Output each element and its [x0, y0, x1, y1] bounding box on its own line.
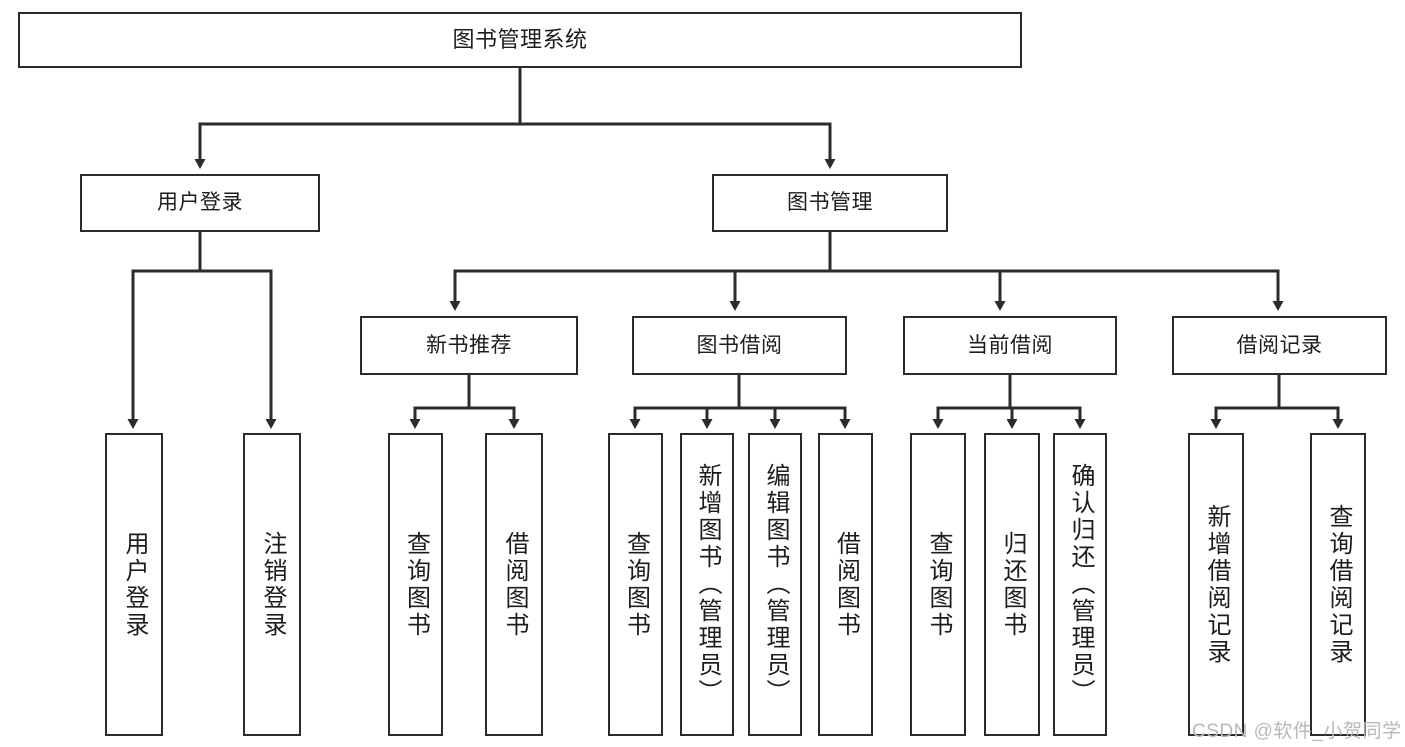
leaf-borrow-book-recommend-label: 借阅图书 [500, 530, 528, 639]
leaf-query-book-recommend[interactable]: 查询图书 [388, 433, 443, 736]
leaf-confirm-return-admin[interactable]: 确认归还（管理员） [1053, 433, 1107, 736]
leaf-query-book-borrow[interactable]: 查询图书 [608, 433, 663, 736]
watermark: CSDN @软件_小贺同学 [1192, 721, 1402, 742]
leaf-borrow-book[interactable]: 借阅图书 [818, 433, 873, 736]
leaf-query-book-current[interactable]: 查询图书 [910, 433, 966, 736]
leaf-borrow-book-label: 借阅图书 [832, 530, 860, 639]
leaf-logout[interactable]: 注销登录 [243, 433, 301, 736]
node-user-login[interactable]: 用户登录 [80, 174, 320, 232]
leaf-add-book-admin[interactable]: 新增图书（管理员） [680, 433, 734, 736]
node-user-login-label: 用户登录 [157, 191, 243, 215]
node-current-borrow[interactable]: 当前借阅 [903, 316, 1117, 375]
leaf-add-book-admin-label: 新增图书（管理员） [693, 463, 721, 706]
leaf-user-login-label: 用户登录 [120, 530, 148, 639]
node-book-borrow-label: 图书借阅 [696, 333, 783, 357]
node-root-label: 图书管理系统 [452, 27, 588, 53]
leaf-add-borrow-record[interactable]: 新增借阅记录 [1188, 433, 1244, 736]
leaf-confirm-return-admin-label: 确认归还（管理员） [1066, 463, 1094, 706]
node-new-book-recommend[interactable]: 新书推荐 [360, 316, 578, 375]
leaf-query-borrow-record[interactable]: 查询借阅记录 [1310, 433, 1366, 736]
node-borrow-record[interactable]: 借阅记录 [1172, 316, 1387, 375]
leaf-return-book-label: 归还图书 [998, 530, 1026, 639]
node-current-borrow-label: 当前借阅 [967, 333, 1053, 357]
node-book-management[interactable]: 图书管理 [712, 174, 948, 232]
node-new-book-recommend-label: 新书推荐 [426, 333, 512, 357]
leaf-return-book[interactable]: 归还图书 [984, 433, 1040, 736]
leaf-borrow-book-recommend[interactable]: 借阅图书 [485, 433, 543, 736]
leaf-edit-book-admin-label: 编辑图书（管理员） [761, 463, 789, 706]
node-book-borrow[interactable]: 图书借阅 [632, 316, 847, 375]
leaf-logout-label: 注销登录 [258, 530, 286, 639]
node-book-management-label: 图书管理 [787, 191, 873, 215]
leaf-add-borrow-record-label: 新增借阅记录 [1202, 503, 1230, 666]
node-borrow-record-label: 借阅记录 [1236, 333, 1323, 357]
leaf-user-login[interactable]: 用户登录 [105, 433, 163, 736]
node-root[interactable]: 图书管理系统 [18, 12, 1022, 68]
leaf-edit-book-admin[interactable]: 编辑图书（管理员） [748, 433, 802, 736]
leaf-query-book-borrow-label: 查询图书 [622, 530, 650, 639]
leaf-query-borrow-record-label: 查询借阅记录 [1324, 503, 1352, 666]
leaf-query-book-current-label: 查询图书 [924, 530, 952, 639]
leaf-query-book-recommend-label: 查询图书 [402, 530, 430, 639]
